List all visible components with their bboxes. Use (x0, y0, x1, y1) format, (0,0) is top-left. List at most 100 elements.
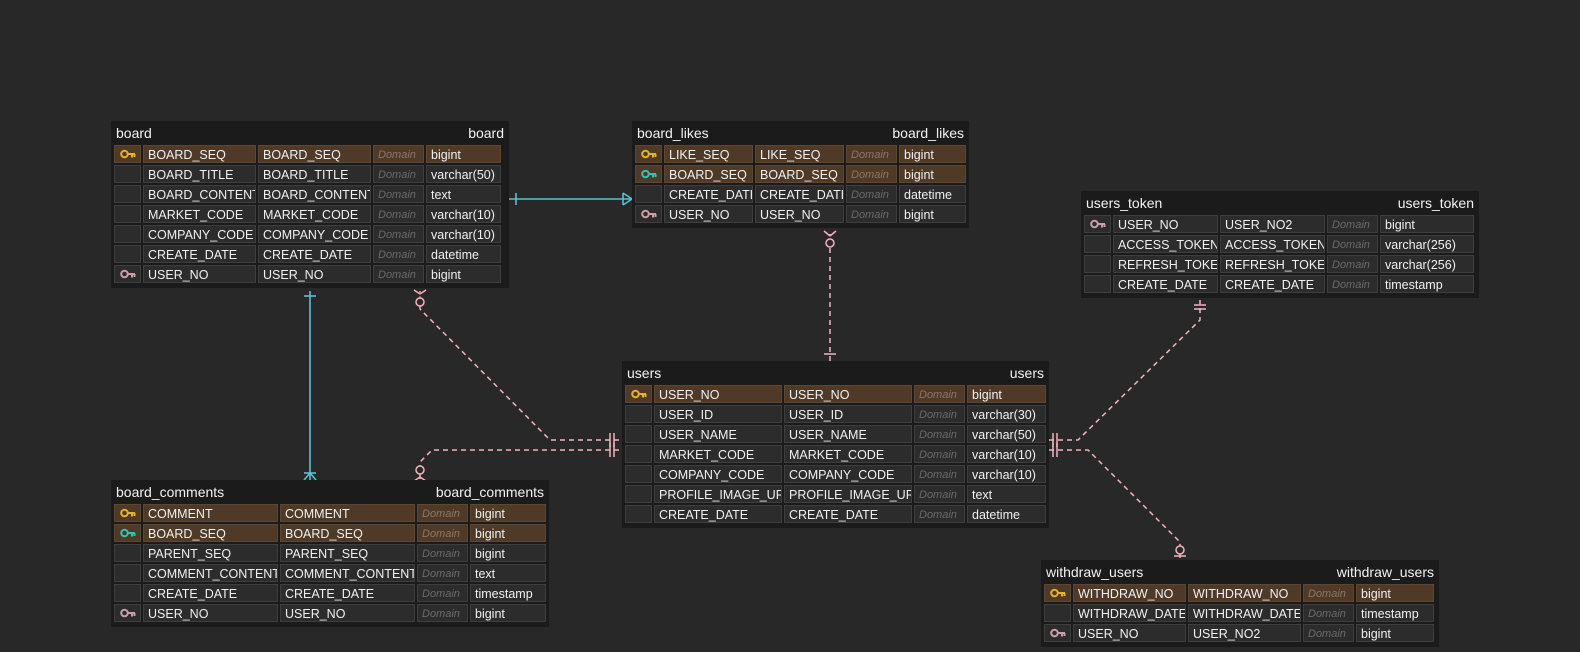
key-cell (1044, 584, 1071, 602)
table-header[interactable]: board board (114, 121, 506, 145)
relationship-users-board-comments[interactable] (413, 443, 619, 482)
logical-name: CREATE_DATE (664, 185, 753, 203)
relationship-users-board[interactable] (413, 289, 619, 447)
logical-name: USER_NO (143, 604, 278, 622)
domain: Domain (1327, 255, 1378, 273)
logical-name: USER_NO (654, 385, 782, 403)
table-name: withdraw_users (1046, 564, 1144, 580)
domain: Domain (1303, 624, 1354, 642)
physical-name: BOARD_TITLE (258, 165, 371, 183)
domain: Domain (914, 465, 965, 483)
data-type: varchar(50) (967, 425, 1046, 443)
physical-name: USER_ID (784, 405, 912, 423)
domain: Domain (1327, 235, 1378, 253)
key-cell (1044, 624, 1071, 642)
table-header[interactable]: board_comments board_comments (114, 480, 546, 504)
physical-name: USER_NO (755, 205, 844, 223)
domain: Domain (373, 165, 424, 183)
domain: Domain (1303, 584, 1354, 602)
data-type: timestamp (1380, 275, 1474, 293)
domain: Domain (417, 564, 468, 582)
key-cell (1084, 235, 1111, 253)
data-type: bigint (470, 604, 546, 622)
primary-key-icon (640, 149, 656, 159)
physical-name: BOARD_SEQ (280, 524, 415, 542)
data-type: bigint (899, 165, 966, 183)
domain: Domain (417, 544, 468, 562)
data-type: text (967, 485, 1046, 503)
relationship-users-users-token[interactable] (1049, 300, 1206, 447)
logical-name: USER_NO (1073, 624, 1186, 642)
key-cell (625, 465, 652, 483)
relationship-board-board-likes[interactable] (509, 192, 633, 206)
physical-name: USER_NO (280, 604, 415, 622)
relationship-users-withdraw-users[interactable] (1049, 443, 1186, 560)
logical-name: BOARD_SEQ (143, 524, 278, 542)
relationship-board-board-comments[interactable] (303, 291, 317, 481)
table-withdraw-users[interactable]: withdraw_users withdraw_users WITHDRAW_N… (1041, 560, 1439, 647)
logical-name: BOARD_SEQ (664, 165, 753, 183)
logical-name: USER_NO (143, 265, 256, 283)
physical-name: USER_NO (258, 265, 371, 283)
key-cell (1084, 275, 1111, 293)
relationship-users-board-likes[interactable] (823, 230, 837, 361)
key-cell (1044, 604, 1071, 622)
data-type: varchar(10) (967, 465, 1046, 483)
table-header[interactable]: users_token users_token (1084, 191, 1476, 215)
logical-name: CREATE_DATE (1113, 275, 1218, 293)
table-header[interactable]: board_likes board_likes (635, 121, 966, 145)
data-type: varchar(50) (426, 165, 501, 183)
table-header[interactable]: users users (625, 361, 1046, 385)
physical-name: CREATE_DATE (784, 505, 912, 523)
table-header[interactable]: withdraw_users withdraw_users (1044, 560, 1436, 584)
physical-name: ACCESS_TOKEN (1220, 235, 1325, 253)
key-cell (635, 145, 662, 163)
logical-name: PROFILE_IMAGE_URL (654, 485, 782, 503)
key-cell (114, 185, 141, 203)
physical-name: BOARD_SEQ (755, 165, 844, 183)
domain: Domain (373, 185, 424, 203)
physical-name: USER_NO (784, 385, 912, 403)
data-type: varchar(256) (1380, 235, 1474, 253)
logical-name: ACCESS_TOKEN (1113, 235, 1218, 253)
logical-name: CREATE_DATE (654, 505, 782, 523)
